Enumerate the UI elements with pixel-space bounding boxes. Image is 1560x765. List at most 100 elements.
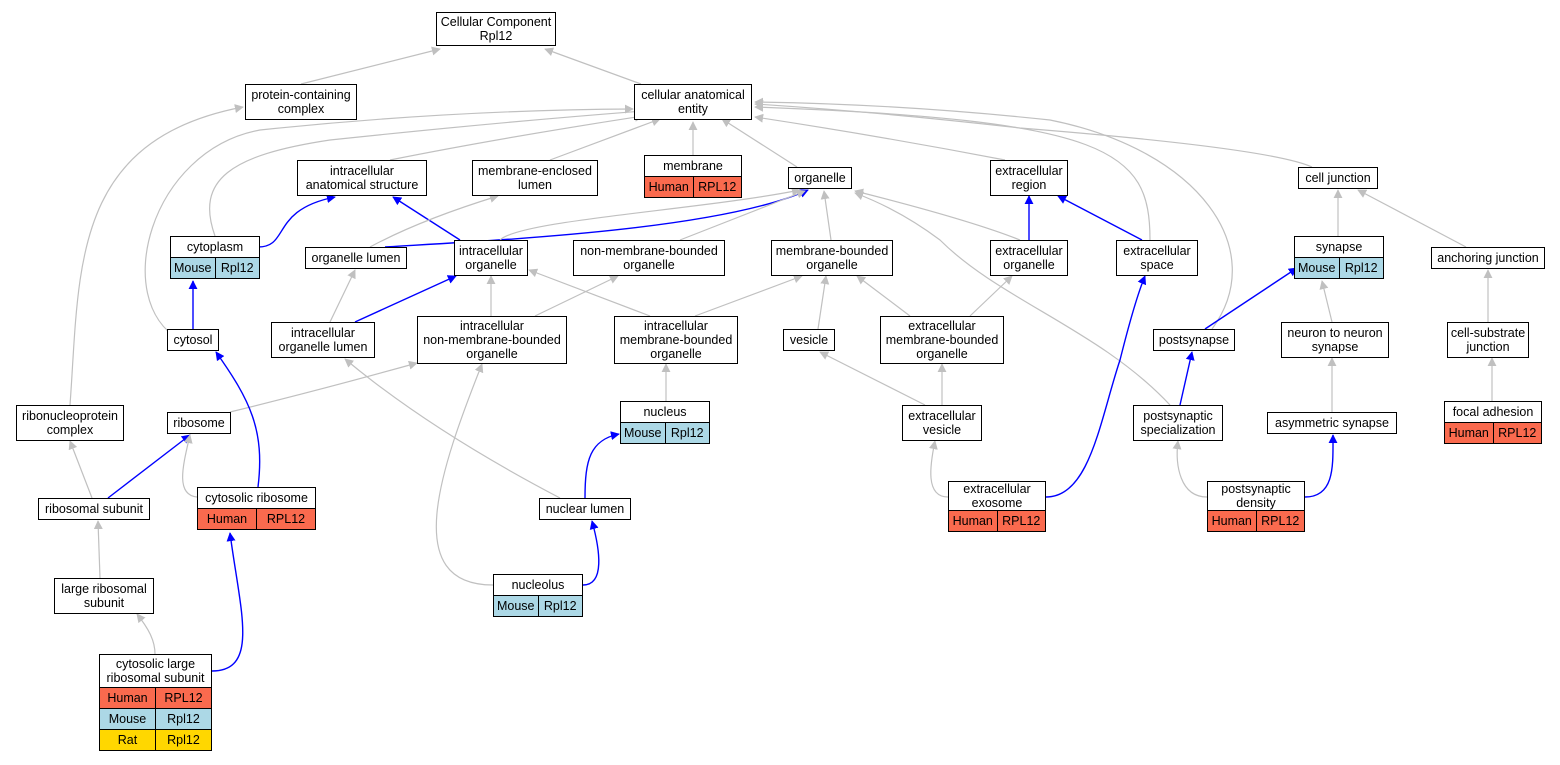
node-ias[interactable]: intracellular anatomical structure <box>297 160 427 196</box>
node-protein-complex[interactable]: protein-containing complex <box>245 84 357 120</box>
node-cae[interactable]: cellular anatomical entity <box>634 84 752 120</box>
edge-ext_exosome-to-ext_vesicle <box>928 440 949 498</box>
species-cell: Human <box>1444 422 1494 444</box>
node-label: extracellular membrane-bounded organelle <box>880 316 1004 364</box>
edge-cytosol-to-cae <box>144 104 634 341</box>
edge-ps_spec-to-organelle <box>854 191 1171 406</box>
node-ribosome[interactable]: ribosome <box>167 412 231 434</box>
node-intra-org-lumen[interactable]: intracellular organelle lumen <box>271 322 375 358</box>
node-postsynapse[interactable]: postsynapse <box>1153 329 1235 351</box>
node-asym-synapse[interactable]: asymmetric synapse <box>1267 412 1397 434</box>
node-vesicle[interactable]: vesicle <box>783 329 835 351</box>
node-ribo-subunit[interactable]: ribosomal subunit <box>38 498 150 520</box>
node-n2n-synapse[interactable]: neuron to neuron synapse <box>1281 322 1389 358</box>
node-nmbo[interactable]: non-membrane-bounded organelle <box>573 240 725 276</box>
gene-cell: Rpl12 <box>1339 257 1384 279</box>
node-label: ribosome <box>167 412 231 434</box>
edge-postsynapse-to-synapse <box>1204 267 1298 330</box>
node-label: neuron to neuron synapse <box>1281 322 1389 358</box>
node-inmbo[interactable]: intracellular non-membrane-bounded organ… <box>417 316 567 364</box>
edge-nucleolus-to-inmbo <box>435 363 494 586</box>
gene-cell: RPL12 <box>1493 422 1542 444</box>
edge-postsynapse-to-cae <box>754 97 1233 330</box>
node-imbo[interactable]: intracellular membrane-bounded organelle <box>614 316 738 364</box>
edge-nuc_lumen-to-intra_org_lumen <box>344 358 561 499</box>
species-cell: Mouse <box>493 595 539 617</box>
edge-mbo-to-organelle <box>820 190 832 241</box>
node-label: focal adhesion <box>1444 401 1542 423</box>
node-mel[interactable]: membrane-enclosed lumen <box>472 160 598 196</box>
species-cell: Mouse <box>1294 257 1340 279</box>
node-label: postsynapse <box>1153 329 1235 351</box>
node-label: cellular anatomical entity <box>634 84 752 120</box>
gene-cell: Rpl12 <box>156 729 212 751</box>
node-rnp-complex[interactable]: ribonucleoprotein complex <box>16 405 124 441</box>
node-intra-org[interactable]: intracellular organelle <box>454 240 528 276</box>
node-org-lumen[interactable]: organelle lumen <box>305 247 407 269</box>
node-label: cytoplasm <box>170 236 260 258</box>
node-label: protein-containing complex <box>245 84 357 120</box>
edge-nucleolus-to-nuc_lumen <box>582 520 600 586</box>
node-label: Cellular Component Rpl12 <box>436 12 556 46</box>
edge-cyto_ribosome-to-cytosol <box>215 351 261 488</box>
edge-ext_space-to-ext_region <box>1057 195 1143 241</box>
node-ps-spec[interactable]: postsynaptic specialization <box>1133 405 1223 441</box>
edge-ext_exosome-to-ext_space <box>1045 275 1147 498</box>
edge-ext_region-to-cae <box>754 113 1006 161</box>
gene-cell: Rpl12 <box>156 708 212 730</box>
node-ext-org[interactable]: extracellular organelle <box>990 240 1068 276</box>
node-csj[interactable]: cell-substrate junction <box>1447 322 1529 358</box>
gene-cell: RPL12 <box>693 176 742 198</box>
species-cell: Human <box>948 510 998 532</box>
node-label: ribosomal subunit <box>38 498 150 520</box>
node-ext-region[interactable]: extracellular region <box>990 160 1068 196</box>
edge-cytoplasm-to-cae <box>209 107 644 237</box>
node-root[interactable]: Cellular Component Rpl12 <box>436 12 556 46</box>
edge-imbo-to-mbo <box>694 274 803 317</box>
node-nuc-lumen[interactable]: nuclear lumen <box>539 498 631 520</box>
edge-nmbo-to-organelle <box>679 189 806 241</box>
node-ext-space[interactable]: extracellular space <box>1116 240 1198 276</box>
node-label: intracellular organelle lumen <box>271 322 375 358</box>
edge-cyto_large-to-large_ribo <box>136 613 156 655</box>
edge-ps_spec-to-postsynapse <box>1179 351 1195 406</box>
node-organelle[interactable]: organelle <box>788 167 852 189</box>
node-label: intracellular non-membrane-bounded organ… <box>417 316 567 364</box>
node-mbo[interactable]: membrane-bounded organelle <box>771 240 893 276</box>
edge-anch_junction-to-cell_junction <box>1357 189 1467 248</box>
node-label: cell junction <box>1298 167 1378 189</box>
node-cell-junction[interactable]: cell junction <box>1298 167 1378 189</box>
node-label: vesicle <box>783 329 835 351</box>
node-large-ribo[interactable]: large ribosomal subunit <box>54 578 154 614</box>
edge-ribosome-to-inmbo <box>229 360 418 413</box>
node-label: membrane-bounded organelle <box>771 240 893 276</box>
node-label: non-membrane-bounded organelle <box>573 240 725 276</box>
node-label: cytosol <box>167 329 219 351</box>
species-cell: Mouse <box>170 257 216 279</box>
node-anch-junction[interactable]: anchoring junction <box>1431 247 1545 269</box>
node-embo[interactable]: extracellular membrane-bounded organelle <box>880 316 1004 364</box>
node-ext-vesicle[interactable]: extracellular vesicle <box>902 405 982 441</box>
species-cell: Mouse <box>620 422 666 444</box>
node-cytosol[interactable]: cytosol <box>167 329 219 351</box>
